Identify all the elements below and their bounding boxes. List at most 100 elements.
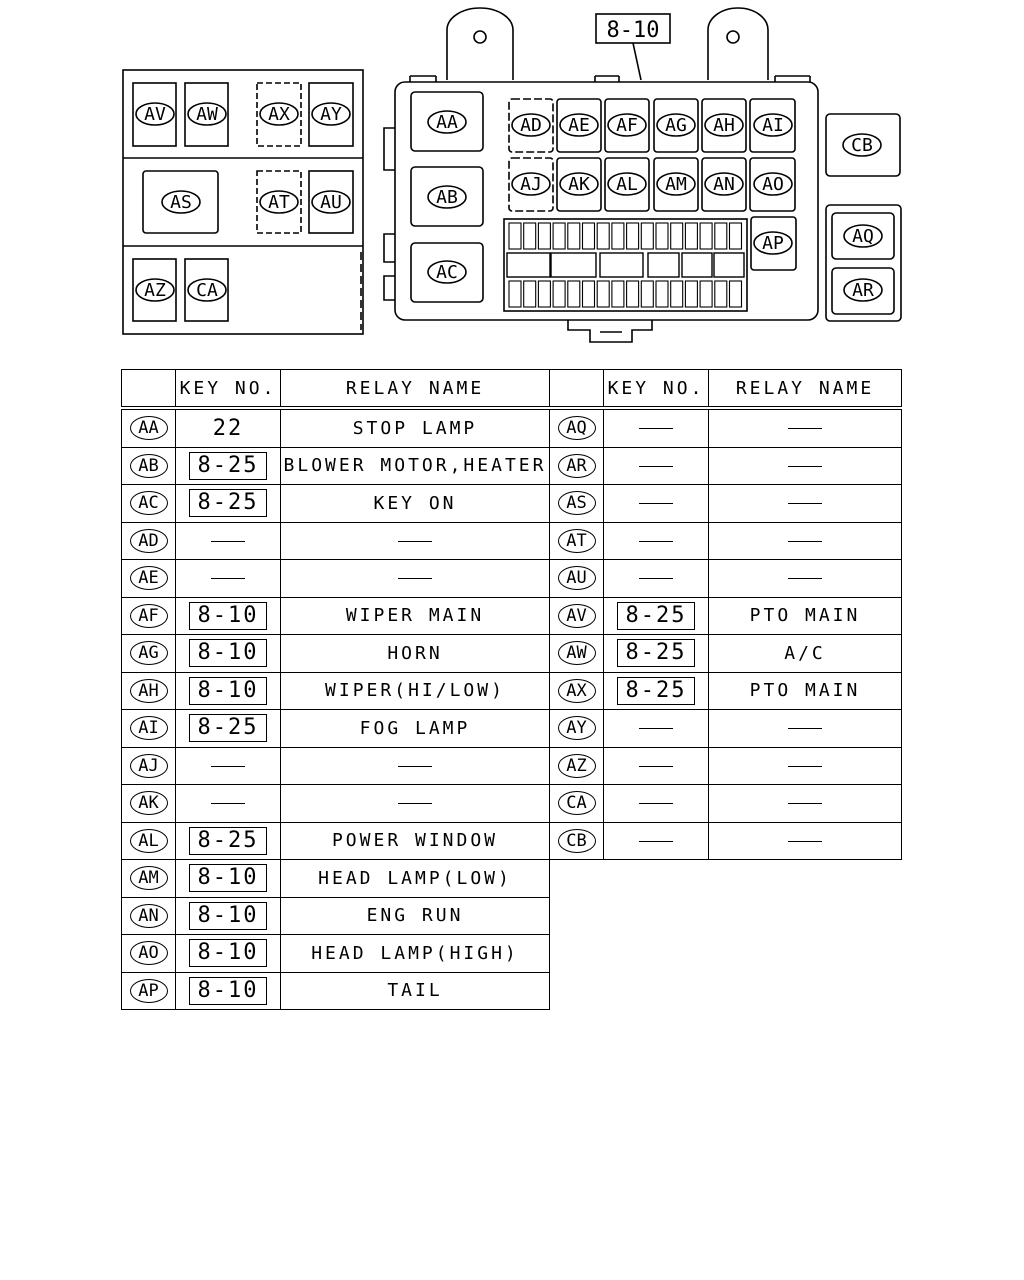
relay-name-cell [280,559,550,598]
svg-text:AY: AY [320,104,342,125]
empty-dash [788,728,822,730]
key-no-cell: 8-10 [175,971,281,1010]
fuse-block [503,218,748,312]
key-no-cell [603,709,709,748]
key-no-cell [175,559,281,598]
relay-name-cell [280,784,550,823]
relay-name-cell: BLOWER MOTOR,HEATER [280,446,550,485]
key-no-cell: 8-25 [603,596,709,635]
relay-name-cell: PTO MAIN [708,596,902,635]
empty-dash [639,840,673,842]
relay-name-cell: STOP LAMP [280,407,550,448]
relay-label-ae: AE [559,113,599,137]
relay-id-cell: AP [121,971,176,1010]
svg-text:AQ: AQ [852,226,874,247]
relay-label-ax: AX [259,102,299,126]
relay-id-cell: AA [121,407,176,448]
table-row: AK [121,784,550,823]
relay-label-ay: AY [311,102,351,126]
relay-id-cell: AQ [549,407,604,448]
relay-name-cell [708,521,902,560]
relay-name-cell: TAIL [280,971,550,1010]
relay-name-cell [708,407,902,448]
key-no-value: 8-10 [188,864,268,893]
relay-name-cell: PTO MAIN [708,671,902,710]
svg-text:AB: AB [436,187,458,208]
svg-text:AV: AV [144,104,166,125]
empty-dash [788,840,822,842]
relay-id-cell: CB [549,821,604,860]
empty-dash [639,728,673,730]
key-no-cell: 8-10 [175,596,281,635]
svg-text:AL: AL [616,174,638,195]
svg-text:AJ: AJ [520,174,542,195]
relay-id-cell: AC [121,484,176,523]
empty-dash [788,465,822,467]
empty-dash [639,540,673,542]
relay-id-cell: AH [121,671,176,710]
empty-dash [398,578,432,580]
key-no-value: 8-25 [616,601,696,630]
key-no-cell: 22 [175,407,281,448]
relay-label-ao: AO [753,172,793,196]
key-no-cell: 8-25 [175,821,281,860]
relay-id-cell: AZ [549,746,604,785]
relay-id-cell: AN [121,896,176,935]
relay-name-cell [708,559,902,598]
relay-name-cell: FOG LAMP [280,709,550,748]
relay-id-cell: AX [549,671,604,710]
header-relay-name: RELAY NAME [708,369,902,410]
empty-dash [788,503,822,505]
relay-label-ad: AD [511,113,551,137]
key-no-value: 8-10 [188,676,268,705]
relay-id-badge: AU [557,566,596,591]
relay-id-badge: AO [129,941,168,966]
relay-id-badge: AI [129,716,168,741]
key-no-cell: 8-25 [175,484,281,523]
relay-id-badge: AA [129,416,168,441]
svg-text:AR: AR [852,280,874,301]
relay-name-cell: KEY ON [280,484,550,523]
relay-name-cell [280,521,550,560]
relay-name-cell: POWER WINDOW [280,821,550,860]
svg-text:AK: AK [568,174,590,195]
relay-id-badge: AE [129,566,168,591]
relay-label-ai: AI [753,113,793,137]
empty-dash [639,503,673,505]
table-header-row: KEY NO. RELAY NAME [121,369,550,410]
key-no-cell [175,746,281,785]
relay-id-cell: AE [121,559,176,598]
relay-name-cell: A/C [708,634,902,673]
relay-name-cell [280,746,550,785]
header-id [121,369,176,410]
table-row: AR [549,446,902,485]
table-row: AT [549,521,902,560]
relay-id-badge: AF [129,603,168,628]
relay-id-cell: AV [549,596,604,635]
relay-id-badge: AH [129,678,168,703]
relay-id-cell: AJ [121,746,176,785]
relay-label-ac: AC [427,260,467,284]
table-row: AX 8-25 PTO MAIN [549,671,902,710]
relay-id-cell: AU [549,559,604,598]
svg-text:AW: AW [196,104,218,125]
svg-text:AX: AX [268,104,290,125]
relay-name-cell: WIPER(HI/LOW) [280,671,550,710]
relay-label-ar: AR [843,278,883,302]
key-no-value: 8-25 [188,826,268,855]
key-no-cell [603,484,709,523]
key-no-cell: 8-25 [603,634,709,673]
key-no-value: 8-25 [616,676,696,705]
relay-id-cell: AB [121,446,176,485]
key-no-cell [603,446,709,485]
relay-label-aa: AA [427,110,467,134]
table-row: AU [549,559,902,598]
relay-id-badge: AP [129,978,168,1003]
key-no-cell [603,746,709,785]
